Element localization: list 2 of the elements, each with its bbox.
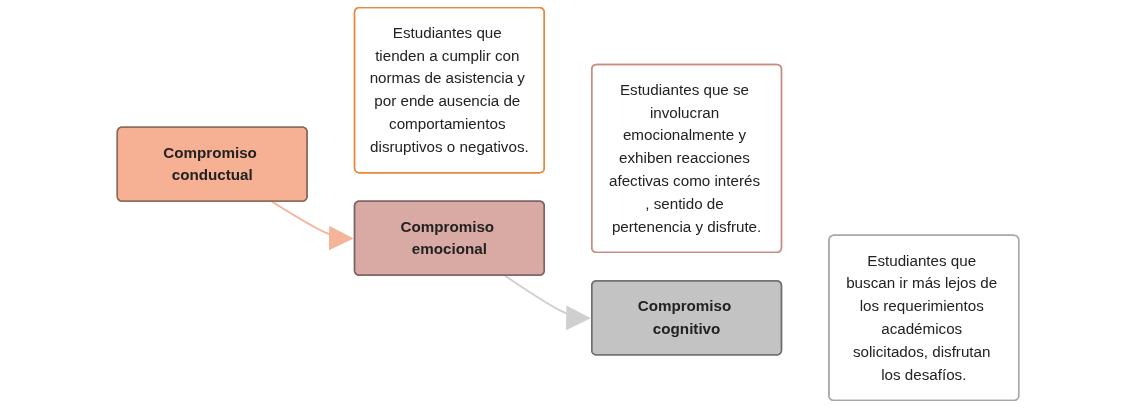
arrow xyxy=(271,200,354,251)
arrow xyxy=(504,274,591,331)
